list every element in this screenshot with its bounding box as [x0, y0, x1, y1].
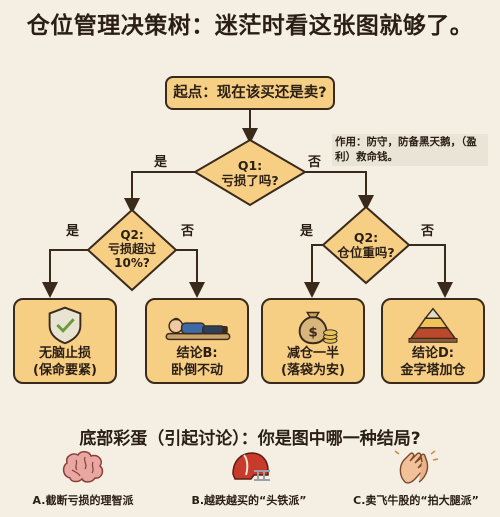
shield-check-icon [48, 306, 82, 345]
clapping-hands-icon [394, 450, 439, 484]
q2-left-text: Q2: 亏损超过 10%? [92, 228, 172, 270]
q1-question: 亏损了吗? [221, 173, 279, 188]
outcome-reduce-half: $ 减仓一半 (落袋为安) [261, 298, 365, 384]
q2-right-no-label: 否 [421, 224, 435, 239]
outcome-stop-loss: 无脑止损 (保命要紧) [13, 298, 117, 384]
svg-text:$: $ [308, 326, 317, 341]
ending-c: C.卖飞牛股的“拍大腿派” [333, 448, 499, 517]
q2-right-question: 仓位重吗? [337, 245, 395, 260]
outcome-d: 结论D: 金字塔加仓 [381, 298, 485, 384]
outcome-stop-loss-note: (保命要紧) [33, 363, 97, 378]
outcome-b: 结论B: 卧倒不动 [145, 298, 249, 384]
q2-left-label: Q2: [120, 228, 144, 242]
q2-right-label: Q2: [353, 230, 379, 245]
q1-diamond [193, 138, 307, 207]
helmet-icon [232, 452, 270, 481]
q2-right-yes-label: 是 [300, 224, 314, 239]
q2-left-yes-label: 是 [66, 224, 80, 239]
bottom-question: 底部彩蛋（引起讨论）：你是图中哪一种结局? [79, 429, 421, 449]
q1-text: Q1: 亏损了吗? [210, 158, 290, 188]
outcome-d-title: 结论D: [412, 346, 454, 361]
pyramid-icon [408, 307, 458, 343]
connector-q1-no [305, 171, 374, 211]
brain-icon [62, 451, 104, 483]
start-box: 起点：现在该买还是卖? [165, 76, 335, 110]
q2-right-text: Q2: 仓位重吗? [326, 230, 406, 260]
endings-row: A.截断亏损的理智派 B.越跌越买的“头铁派” C.卖飞牛股的“拍大腿派” [0, 448, 500, 517]
defense-note: 作用：防守，防备黑天鹅，（盈利）救命钱。 [332, 134, 488, 166]
connector-q2r-no [409, 244, 453, 298]
ending-a-text: A.截断亏损的理智派 [32, 494, 134, 507]
connector-q2l-no [176, 249, 205, 298]
ending-b-text: B.越跌越买的“头铁派” [191, 494, 307, 507]
connector-q1-yes [124, 171, 195, 214]
q1-label: Q1: [237, 158, 263, 173]
outcome-b-title: 结论B: [176, 346, 218, 361]
q2-left-diamond [86, 208, 178, 292]
connector-q2r-yes [304, 244, 323, 298]
outcome-stop-loss-title: 无脑止损 [38, 346, 91, 361]
outcome-reduce-half-note: (落袋为安) [281, 363, 345, 378]
q2-right-diamond [321, 205, 411, 285]
ending-a: A.截断亏损的理智派 [0, 448, 166, 517]
money-bag-icon: $ [298, 311, 338, 345]
outcome-d-note: 金字塔加仓 [400, 363, 466, 378]
q2-left-question: 亏损超过 [107, 242, 156, 256]
q1-no-label: 否 [308, 155, 322, 170]
ending-c-text: C.卖飞牛股的“拍大腿派” [353, 494, 479, 507]
q2-left-no-label: 否 [181, 224, 195, 239]
page-title: 仓位管理决策树：迷茫时看这张图就够了。 [26, 13, 474, 39]
outcome-reduce-half-title: 减仓一半 [286, 346, 339, 361]
q1-yes-label: 是 [154, 155, 168, 170]
outcome-b-note: 卧倒不动 [170, 363, 223, 378]
lying-person-icon [165, 317, 231, 341]
ending-b: B.越跌越买的“头铁派” [166, 448, 332, 517]
q2-left-threshold: 10%? [114, 256, 150, 270]
connector-q2l-yes [42, 249, 88, 298]
flowchart-connectors [42, 110, 453, 298]
